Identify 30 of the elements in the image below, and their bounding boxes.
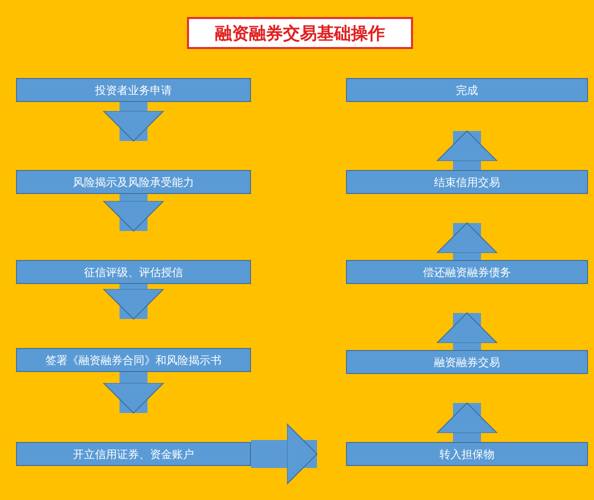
block-arrow <box>103 284 164 320</box>
block-arrow <box>103 102 164 142</box>
step-text: 风险揭示及风险承受能力 <box>73 174 194 190</box>
step-text: 投资者业务申请 <box>95 82 172 98</box>
block-arrow <box>103 372 164 414</box>
process-box <box>346 260 588 284</box>
process-box <box>346 78 588 102</box>
block-arrow <box>436 312 498 350</box>
step-text: 融资融券交易 <box>434 354 500 370</box>
step-text: 结束信用交易 <box>434 174 500 190</box>
process-box <box>16 260 251 284</box>
step-text: 完成 <box>456 82 478 98</box>
process-box <box>346 350 588 374</box>
process-box <box>16 78 251 102</box>
block-arrow <box>436 130 498 170</box>
title-box: 融资融券交易基础操作 <box>187 17 413 49</box>
step-text: 转入担保物 <box>440 446 494 462</box>
process-box <box>16 348 251 372</box>
step-text: 征信评级、评估授信 <box>84 264 183 280</box>
process-box <box>16 442 251 466</box>
block-arrow <box>251 424 318 484</box>
block-arrow <box>436 222 498 260</box>
process-box <box>346 170 588 194</box>
process-box <box>16 170 251 194</box>
step-text: 开立信用证券、资金账户 <box>73 446 194 462</box>
block-arrow <box>436 402 498 442</box>
process-box <box>346 442 588 466</box>
step-text: 签署《融资融券合同》和风险揭示书 <box>46 352 222 368</box>
step-text: 偿还融资融券债务 <box>423 264 511 280</box>
block-arrow <box>103 194 164 232</box>
